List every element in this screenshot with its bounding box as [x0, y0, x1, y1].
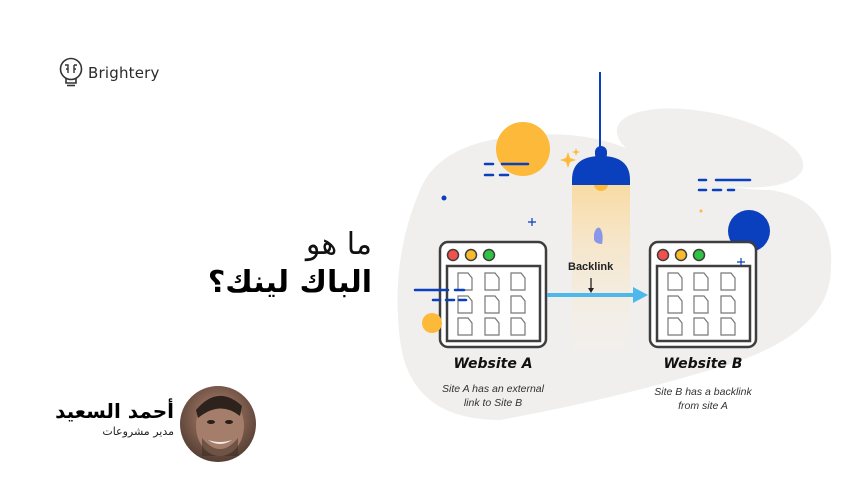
author-info: أحمد السعيد مدير مشروعات — [55, 398, 174, 439]
illustration-graphics — [397, 72, 832, 420]
title-line-2: الباك لينك؟ — [207, 265, 372, 300]
page-title: ما هو الباك لينك؟ — [208, 226, 372, 302]
lightbulb-logo-icon — [59, 57, 83, 87]
brand-logo[interactable]: Brightery — [58, 56, 160, 90]
website-a-name: Website A — [453, 356, 533, 372]
author-role: مدير مشروعات — [102, 425, 174, 438]
backlink-illustration: Backlink Website A Site A has an externa… — [380, 60, 846, 440]
lamp-shade — [572, 156, 630, 185]
website-b-desc: Site B has a backlink from site A — [654, 386, 752, 412]
brand-name: Brightery — [88, 64, 160, 82]
author-name: أحمد السعيد — [55, 399, 174, 423]
avatar — [180, 386, 256, 462]
website-b-window — [648, 240, 758, 349]
background-ellipse — [616, 108, 804, 188]
website-a-desc: Site A has an external link to Site B — [442, 383, 544, 409]
avatar-photo-icon — [196, 395, 244, 456]
website-b-name: Website B — [663, 356, 743, 372]
backlink-label: Backlink — [568, 261, 614, 273]
title-line-1: ما هو — [305, 227, 372, 262]
website-a-window — [438, 240, 548, 349]
yellow-circle — [496, 122, 550, 176]
